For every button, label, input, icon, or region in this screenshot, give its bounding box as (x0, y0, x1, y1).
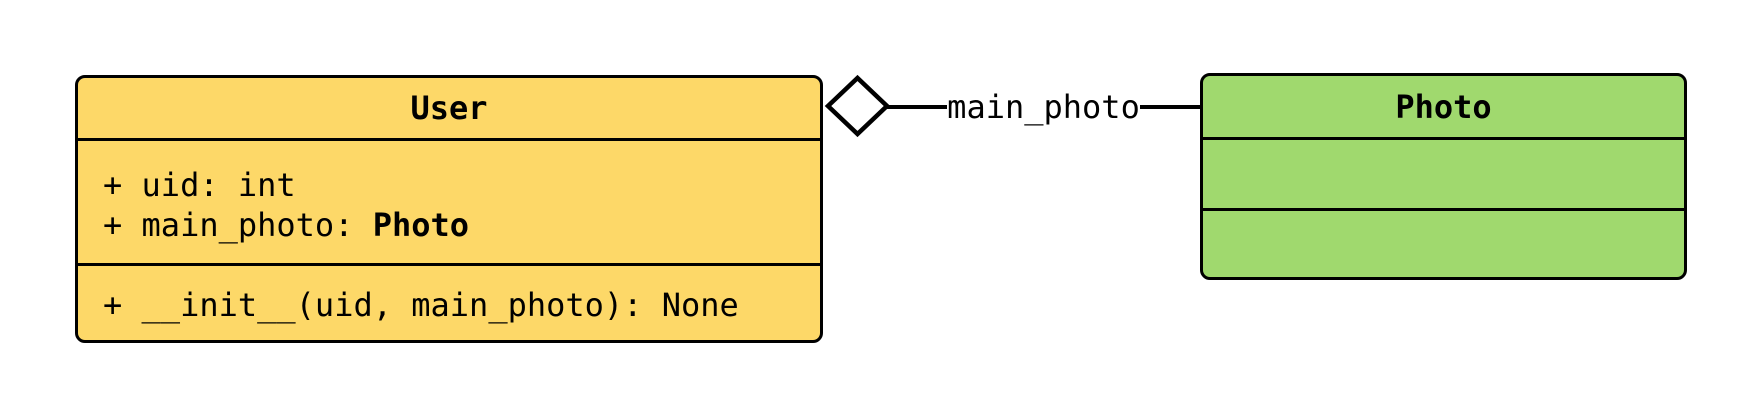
class-box-user: User + uid: int + main_photo: Photo + __… (75, 75, 823, 343)
photo-attributes-compartment (1203, 137, 1684, 208)
class-title-user: User (410, 89, 488, 127)
relation-line-left (887, 105, 948, 109)
relationship-main-photo: main_photo (887, 90, 1200, 124)
class-box-photo: Photo (1200, 73, 1687, 280)
method-line-init: + __init__(uid, main_photo): None (103, 286, 739, 324)
user-attributes-compartment: + uid: int + main_photo: Photo (78, 138, 820, 263)
user-methods-compartment: + __init__(uid, main_photo): None (78, 263, 820, 340)
aggregation-diamond-icon (824, 74, 891, 138)
relation-label: main_photo (947, 88, 1140, 126)
photo-title-compartment: Photo (1203, 76, 1684, 137)
user-title-compartment: User (78, 78, 820, 138)
attribute-line-uid: + uid: int (103, 166, 296, 204)
attribute-line-main-photo: + main_photo: Photo (103, 206, 470, 244)
class-title-photo: Photo (1395, 87, 1492, 126)
relation-line-right (1139, 105, 1200, 109)
photo-methods-compartment (1203, 208, 1684, 277)
attribute-type: Photo (372, 206, 470, 244)
attribute-type: int (237, 166, 296, 204)
